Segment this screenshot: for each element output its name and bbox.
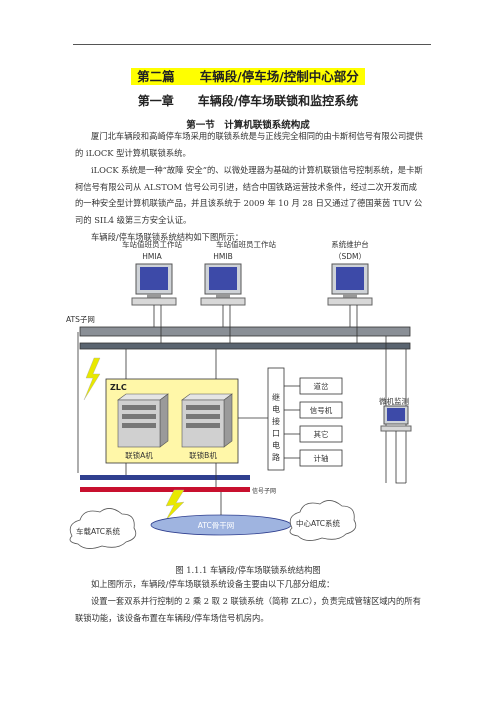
keyboard-b-icon bbox=[200, 297, 246, 306]
signal-bus-blue bbox=[80, 475, 250, 480]
section-title: 第一节 计算机联锁系统构成 bbox=[186, 120, 310, 131]
io-item-label: 信号机 bbox=[310, 405, 333, 415]
ws-a-title: 车站值班员工作站 bbox=[122, 239, 182, 249]
ws-a-name: HMIA bbox=[142, 252, 162, 261]
wireless-lightning-2-icon bbox=[165, 489, 185, 521]
header-rule bbox=[73, 44, 431, 45]
ats-bus-2 bbox=[79, 342, 411, 350]
cpu-b-label: 联锁B机 bbox=[189, 450, 217, 460]
ws-c-title: 系统维护台 bbox=[331, 239, 369, 249]
io-item-label: 其它 bbox=[314, 429, 329, 439]
ws-b-name: HMIB bbox=[213, 252, 232, 261]
keyboard-c-icon bbox=[327, 297, 373, 306]
chapter-title: 第一章 车辆段/停车场联锁和监控系统 bbox=[137, 94, 359, 108]
workstation-hmib: 车站值班员工作站 HMIB bbox=[200, 239, 276, 306]
server-b-icon bbox=[181, 393, 233, 448]
paragraph-1: 厦门北车辆段和高崎停车场采用的联锁系统是与正线完全相同的由卡斯柯信号有限公司提供… bbox=[75, 131, 423, 158]
onboard-atc-cloud: 车载ATC系统 bbox=[69, 508, 137, 549]
keyboard-a-icon bbox=[131, 297, 177, 306]
ws-b-title: 车站值班员工作站 bbox=[216, 239, 276, 249]
signal-bus-red bbox=[80, 487, 250, 492]
center-atc-cloud: 中心ATC系统 bbox=[289, 500, 357, 541]
figure-caption: 图 1.1.1 车辆段/停车场联锁系统结构图 bbox=[175, 565, 321, 575]
ats-net-label: ATS子网 bbox=[66, 315, 95, 324]
io-item-box bbox=[299, 425, 343, 443]
paragraph-5: 设置一套双系并行控制的 2 乘 2 取 2 联锁系统（简称 ZLC），负责完成管… bbox=[75, 596, 421, 623]
paragraph-4: 如上图所示，车辆段/停车场联锁系统设备主要由以下几部分组成： bbox=[91, 579, 335, 589]
relay-interface-label: 继电接口电路 bbox=[272, 392, 280, 462]
io-item-label: 道岔 bbox=[314, 381, 329, 391]
workstation-hmia: 车站值班员工作站 HMIA bbox=[122, 239, 182, 306]
wireless-lightning-1-icon bbox=[83, 357, 101, 401]
io-item-label: 计轴 bbox=[314, 453, 329, 463]
part-title: 第二篇 车辆段/停车场/控制中心部分 bbox=[0, 66, 496, 85]
io-item-box bbox=[299, 449, 343, 467]
signal-net-label: 信号子网 bbox=[252, 487, 276, 495]
center-atc-label: 中心ATC系统 bbox=[296, 518, 340, 528]
onboard-atc-label: 车载ATC系统 bbox=[76, 526, 120, 536]
io-item-box bbox=[299, 401, 343, 419]
workstation-sdm: 系统维护台 （SDM） bbox=[327, 239, 373, 306]
relay-interface-box bbox=[267, 367, 285, 471]
monitor-label: 微机监测 bbox=[379, 396, 409, 406]
zlc-label: ZLC bbox=[110, 383, 127, 392]
ws-c-name: （SDM） bbox=[334, 252, 366, 261]
ats-bus-1 bbox=[79, 326, 411, 337]
io-item-box bbox=[299, 377, 343, 395]
paragraph-3: 车辆段/停车场联锁系统结构如下图所示： bbox=[91, 232, 244, 242]
interlocking-structure-diagram: 车站值班员工作站 HMIA 车站值班员工作站 HMIB 系统维护台 （SDM） … bbox=[66, 239, 412, 549]
cpu-a-label: 联锁A机 bbox=[125, 450, 153, 460]
atc-net-label: ATC骨干网 bbox=[198, 521, 234, 530]
monitor-workstation-icon bbox=[380, 405, 412, 432]
server-a-icon bbox=[117, 393, 169, 448]
paragraph-2: iLOCK 系统是一种“故障 安全”的、以微处理器为基础的计算机联锁信号控制系统… bbox=[75, 165, 423, 225]
